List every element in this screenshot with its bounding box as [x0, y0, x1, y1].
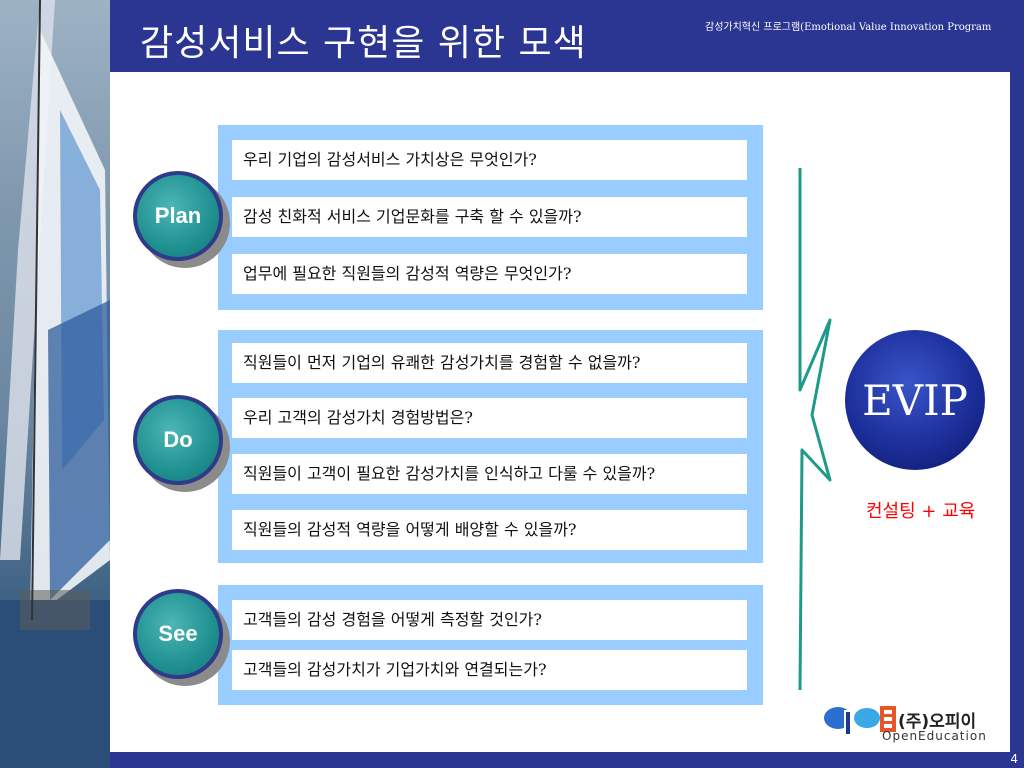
plan-question-3: 업무에 필요한 직원들의 감성적 역량은 무엇인가? [232, 254, 747, 294]
evip-caption: 컨설팅 + 교육 [866, 501, 976, 522]
converging-brace [798, 168, 832, 691]
plan-question-1: 우리 기업의 감성서비스 가치상은 무엇인가? [232, 140, 747, 180]
see-question-2: 고객들의 감성가치가 기업가치와 연결되는가? [232, 650, 747, 690]
page-number: 4 [1010, 752, 1018, 766]
do-question-2: 우리 고객의 감성가치 경험방법은? [232, 398, 747, 438]
do-question-4: 직원들의 감성적 역량을 어떻게 배양할 수 있을까? [232, 510, 747, 550]
footer-bar [110, 752, 1024, 768]
page-title: 감성서비스 구현을 위한 모색 [140, 23, 587, 64]
company-name: (주)오피이 [898, 712, 977, 732]
do-question-1: 직원들이 먼저 기업의 유쾌한 감성가치를 경험할 수 없을까? [232, 343, 747, 383]
title-bar [110, 0, 1024, 72]
do-badge: Do [133, 395, 223, 485]
sailboat-photo [0, 0, 110, 768]
plan-question-2: 감성 친화적 서비스 기업문화를 구축 할 수 있을까? [232, 197, 747, 237]
see-badge: See [133, 589, 223, 679]
evip-badge: EVIP [845, 330, 985, 470]
program-subtitle: 감성가치혁신 프로그램(Emotional Value Innovation P… [705, 22, 992, 33]
do-question-3: 직원들이 고객이 필요한 감성가치를 인식하고 다룰 수 있을까? [232, 454, 747, 494]
plan-badge: Plan [133, 171, 223, 261]
company-subname: OpenEducation [882, 729, 987, 743]
company-logo [824, 706, 896, 736]
see-question-1: 고객들의 감성 경험을 어떻게 측정할 것인가? [232, 600, 747, 640]
